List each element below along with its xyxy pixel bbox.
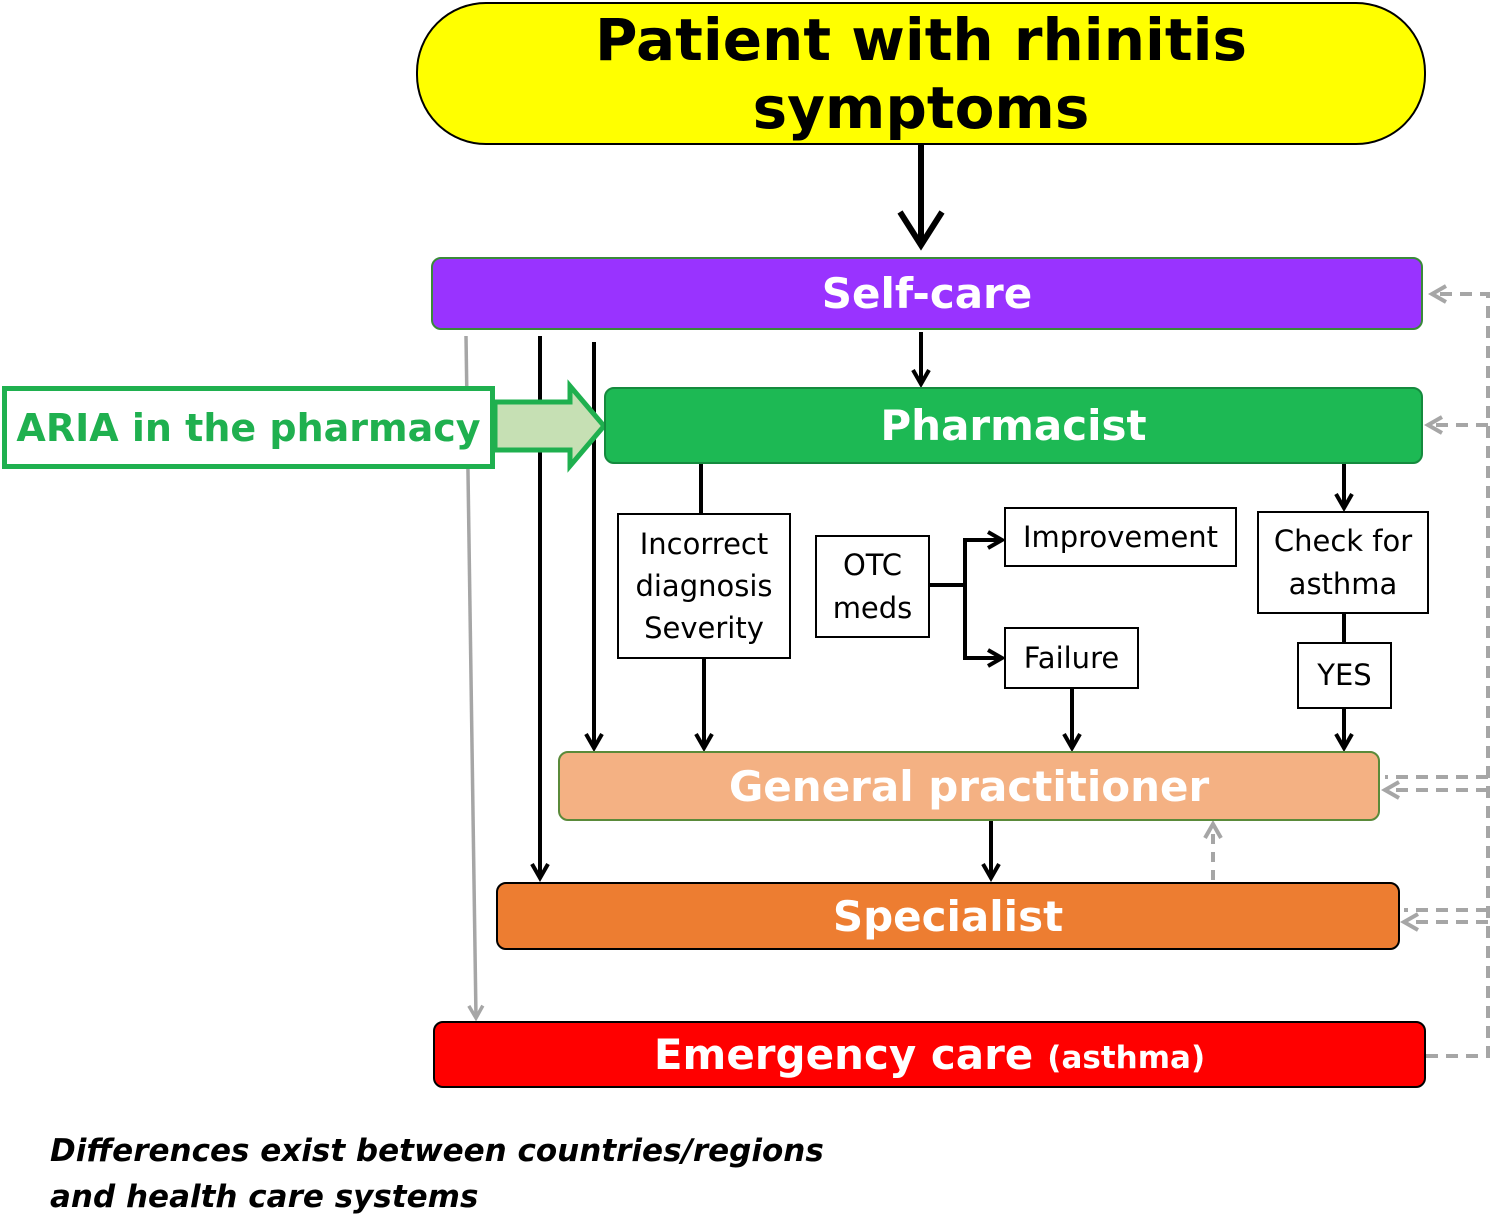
incorrect-diagnosis-box: Incorrect diagnosis Severity: [617, 513, 791, 659]
emergency-care-box: Emergency care (asthma): [433, 1021, 1426, 1088]
title-box: Patient with rhinitis symptoms: [416, 2, 1426, 145]
footnote-line-2: and health care systems: [50, 1179, 479, 1215]
pharmacist-box: Pharmacist: [604, 387, 1423, 464]
pharmacist-label: Pharmacist: [880, 401, 1147, 450]
aria-block-arrow: [492, 379, 608, 473]
incorrect-line-1: Incorrect: [639, 526, 769, 561]
self-care-label: Self-care: [821, 269, 1033, 318]
gp-label: General practitioner: [728, 761, 1210, 811]
otc-line-1: OTC: [842, 548, 903, 583]
check-line-2: asthma: [1288, 566, 1398, 601]
otc-meds-box: OTC meds: [815, 535, 930, 638]
aria-label: ARIA in the pharmacy: [16, 405, 481, 450]
otc-line-2: meds: [832, 590, 913, 625]
specialist-box: Specialist: [496, 882, 1400, 950]
improvement-label: Improvement: [1022, 519, 1219, 554]
failure-box: Failure: [1004, 627, 1139, 689]
aria-box: ARIA in the pharmacy: [2, 386, 495, 469]
specialist-label: Specialist: [832, 891, 1064, 941]
line-otc-branch: [929, 540, 967, 658]
arrowhead-title: [897, 210, 945, 251]
improvement-box: Improvement: [1004, 507, 1237, 567]
check-asthma-box: Check for asthma: [1257, 511, 1429, 614]
emergency-label: Emergency care: [653, 1030, 1034, 1079]
failure-label: Failure: [1023, 640, 1120, 675]
feedback-dashed-line: [1426, 284, 1490, 1058]
self-care-box: Self-care: [431, 257, 1423, 330]
footnote-line-1: Differences exist between countries/regi…: [50, 1133, 824, 1169]
incorrect-line-3: Severity: [644, 611, 764, 646]
yes-box: YES: [1297, 642, 1392, 709]
title-text: Patient with rhinitis symptoms: [595, 5, 1247, 142]
incorrect-line-2: diagnosis: [635, 568, 773, 603]
general-practitioner-box: General practitioner: [558, 751, 1380, 821]
yes-label: YES: [1317, 658, 1372, 693]
emergency-sublabel: (asthma): [1047, 1039, 1206, 1076]
check-line-1: Check for: [1273, 524, 1413, 559]
footnote: Differences exist between countries/regi…: [50, 1128, 824, 1220]
